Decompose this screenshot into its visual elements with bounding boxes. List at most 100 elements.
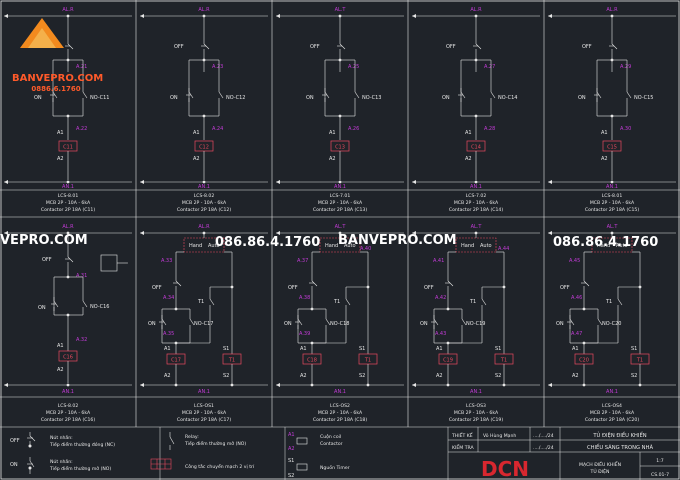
nc-button-icon xyxy=(27,432,36,448)
wire xyxy=(311,280,318,287)
neutral-label: AN.1 xyxy=(470,184,482,190)
wire xyxy=(481,298,487,306)
off-label: OFF xyxy=(582,44,592,50)
wire xyxy=(597,318,603,326)
legend-relay-line2: Tiếp điểm thường mở (NO) xyxy=(184,440,246,447)
bus-arrow xyxy=(140,231,144,235)
a2-label: A2 xyxy=(164,373,171,379)
bus-arrow xyxy=(140,383,144,387)
neutral-label: AN.1 xyxy=(198,184,210,190)
bus-arrow xyxy=(276,180,280,184)
a2-label: A2 xyxy=(329,156,336,162)
neutral-label: AN.1 xyxy=(606,184,618,190)
bus-label: AL.T xyxy=(335,224,347,230)
bus-label: AL.T xyxy=(471,224,483,230)
circuit-spec: MCB 2P - 10A - 6kA xyxy=(46,410,91,416)
wire xyxy=(617,298,623,306)
a1-label: A1 xyxy=(465,130,472,136)
contactor-coil-label: C15 xyxy=(607,145,617,151)
off-label: OFF xyxy=(560,285,570,291)
off-label: OFF xyxy=(288,285,298,291)
on-label: ON xyxy=(306,95,314,101)
legend-switch-line: Công tắc chuyển mạch 2 vị trí xyxy=(185,463,255,470)
no-contact-label: NO-C16 xyxy=(90,304,109,310)
no-button-icon xyxy=(567,315,575,329)
a1-label: A1 xyxy=(57,130,64,136)
watermark-phone-1: 086.86.4.1760 xyxy=(215,235,320,250)
neutral-label: AN.1 xyxy=(198,389,210,395)
s2-label: S2 xyxy=(359,373,365,379)
nc-button-icon xyxy=(173,277,182,291)
legend-no-line2: Tiếp điểm thường mở (NO) xyxy=(49,465,111,472)
timer-coil-label: T1 xyxy=(228,358,235,364)
contactor-coil-label: C20 xyxy=(579,358,589,364)
circuit-spec: MCB 2P - 10A - 6kA xyxy=(318,410,363,416)
hand-label: Hand xyxy=(325,243,338,249)
no-button-icon xyxy=(295,315,303,329)
wire-number: A.40 xyxy=(360,246,371,252)
circuit-spec: Contactor 2P 18A (C15) xyxy=(585,207,639,213)
bus-arrow xyxy=(548,14,552,18)
circuit-spec: MCB 2P - 10A - 6kA xyxy=(590,410,635,416)
banvepro-logo: BANVEPRO.COM 0886.6.1760 xyxy=(12,18,103,93)
circuit-spec: MCB 2P - 10A - 6kA xyxy=(182,410,227,416)
bus-arrow xyxy=(412,231,416,235)
coil-icon xyxy=(296,437,308,445)
t1-contact-label: T1 xyxy=(469,299,476,305)
circuit-title: LCS-OS1 xyxy=(194,403,214,409)
nc-button-icon xyxy=(609,40,618,54)
a1-label: A1 xyxy=(572,346,579,352)
no-contact-label: NO-C15 xyxy=(634,95,653,101)
auto-label: Auto xyxy=(208,243,220,249)
circuit-spec: Contactor 2P 18A (C11) xyxy=(41,207,95,213)
bus-label: AL.T xyxy=(335,7,347,13)
wire xyxy=(611,43,618,50)
wire xyxy=(82,300,88,308)
wire xyxy=(626,91,632,99)
neutral-label: AN.1 xyxy=(334,184,346,190)
selector-switch-icon xyxy=(150,458,172,470)
bus-arrow xyxy=(548,180,552,184)
legend-timer-line: Nguồn Timer xyxy=(320,463,350,471)
no-contact-icon xyxy=(354,88,360,102)
a1-label: A1 xyxy=(57,343,64,349)
s1-label: S1 xyxy=(223,346,229,352)
neutral-label: AN.1 xyxy=(606,389,618,395)
wire-number: A.43 xyxy=(435,331,446,337)
no-button-icon xyxy=(594,88,602,102)
on-label: ON xyxy=(556,321,564,327)
relay-box xyxy=(100,254,118,272)
wire-number: A.25 xyxy=(348,64,359,70)
wire xyxy=(325,318,331,326)
a1-label: A1 xyxy=(329,130,336,136)
bus-arrow xyxy=(412,14,416,18)
wire xyxy=(339,43,346,50)
on-label: ON xyxy=(578,95,586,101)
bus-arrow xyxy=(412,180,416,184)
a1-label: A1 xyxy=(601,130,608,136)
wire-number: A.34 xyxy=(163,295,174,301)
no-contact-icon xyxy=(461,315,467,329)
checker-label: KIỂM TRA xyxy=(452,443,475,451)
s1-label: S1 xyxy=(495,346,501,352)
legend-nc-line2: Tiếp điểm thường đóng (NC) xyxy=(49,441,115,448)
wire-number: A.31 xyxy=(76,273,87,279)
auto-label: Auto xyxy=(616,243,628,249)
a2-label: A2 xyxy=(572,373,579,379)
bus-label: AL.R xyxy=(606,7,618,13)
no-button-icon xyxy=(27,457,35,474)
wire xyxy=(209,298,215,306)
wire-number: A.32 xyxy=(76,337,87,343)
nc-button-icon xyxy=(337,40,346,54)
a1-label: A1 xyxy=(300,346,307,352)
wire xyxy=(175,280,182,287)
wire xyxy=(82,91,88,99)
a2-label: A2 xyxy=(300,373,307,379)
wire-number: A.27 xyxy=(484,64,495,70)
circuit-spec: MCB 2P - 10A - 6kA xyxy=(318,200,363,206)
on-label: ON xyxy=(442,95,450,101)
